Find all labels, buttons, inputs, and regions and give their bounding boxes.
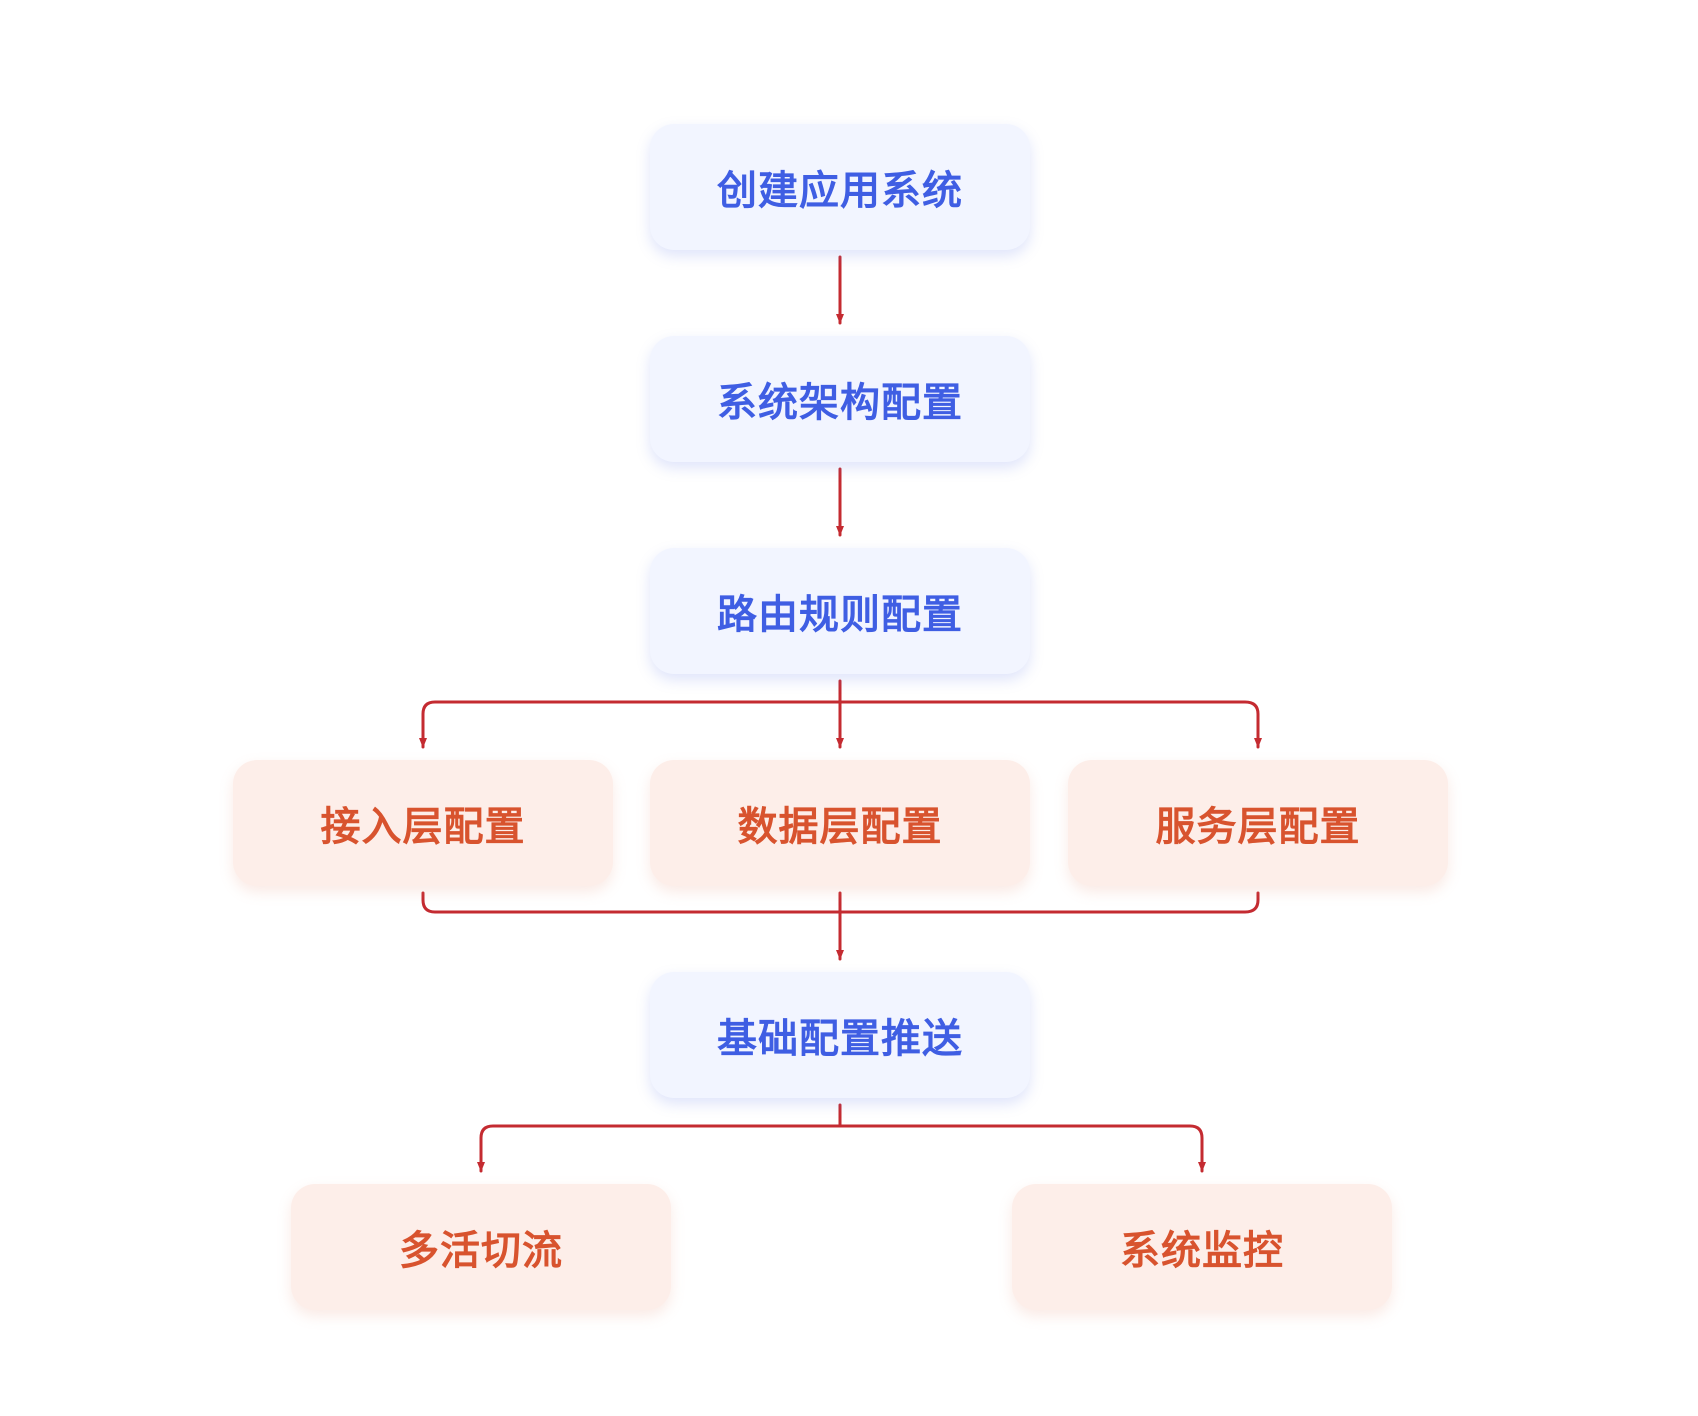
connector-access-to-merge	[421, 891, 842, 914]
node-multi-active-switch: 多活切流	[291, 1184, 671, 1310]
node-system-monitoring: 系统监控	[1012, 1184, 1392, 1310]
connector-routing-to-service	[838, 700, 1262, 749]
connector-push-to-monitoring	[838, 1124, 1206, 1173]
connector-push-to-switch	[477, 1124, 842, 1173]
connector-routing-to-access	[419, 700, 842, 749]
node-create-app-system: 创建应用系统	[650, 124, 1030, 250]
node-service-layer-config: 服务层配置	[1068, 760, 1448, 886]
node-data-layer-config: 数据层配置	[650, 760, 1030, 886]
node-access-layer-config: 接入层配置	[233, 760, 613, 886]
connector-service-to-merge	[838, 891, 1260, 914]
node-system-architecture-config: 系统架构配置	[650, 336, 1030, 462]
node-routing-rule-config: 路由规则配置	[650, 548, 1030, 674]
node-basic-config-push: 基础配置推送	[650, 972, 1030, 1098]
